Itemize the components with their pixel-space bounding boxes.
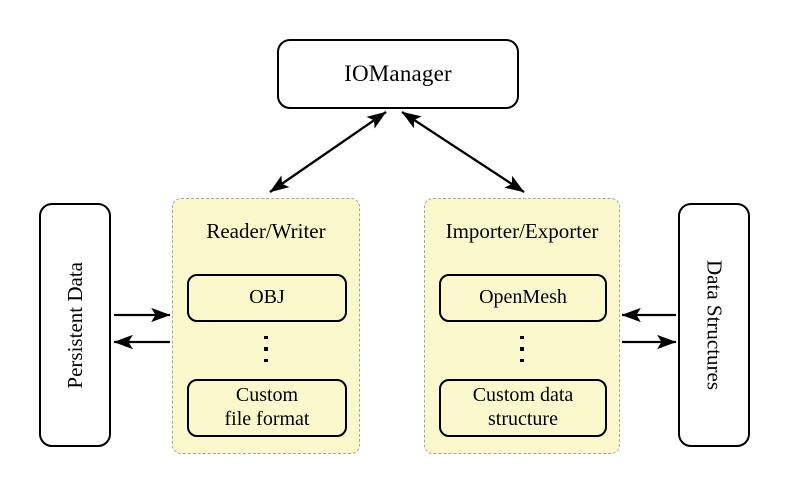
arrow-manager-importer-exporter [401,111,525,193]
ellipsis-dot [520,347,524,351]
reader-writer-panel-title: Reader/Writer [206,219,326,243]
persistent-data-box[interactable]: Persistent Data [39,203,111,447]
line-2: file format [224,408,310,430]
ellipsis-dot [520,358,524,363]
data-structures-box[interactable]: Data Structures [678,203,750,447]
ellipsis-dot [264,358,268,363]
reader-writer-item-custom-file-format[interactable]: Custom file format [187,379,347,437]
ellipsis-dot [264,336,268,340]
line-1: Custom data [472,384,574,407]
reader-writer-ellipsis [173,336,359,363]
persistent-data-label: Persistent Data [62,261,87,389]
importer-exporter-item-openmesh[interactable]: OpenMesh [439,274,607,322]
reader-writer-item-custom-file-format-label: Custom file format [225,384,310,431]
importer-exporter-panel[interactable]: Importer/Exporter OpenMesh Custom data s… [424,198,620,454]
importer-exporter-panel-title: Importer/Exporter [445,219,599,243]
ellipsis-dot [264,347,268,351]
io-manager-label: IOManager [344,61,452,86]
line-1: Custom [235,384,299,407]
importer-exporter-item-openmesh-label: OpenMesh [479,286,567,309]
io-manager-box[interactable]: IOManager [277,39,519,109]
ellipsis-dot [520,336,524,340]
data-structures-label: Data Structures [702,259,727,391]
reader-writer-item-obj-label: OBJ [249,286,285,309]
reader-writer-item-obj[interactable]: OBJ [187,274,347,322]
arrow-manager-reader-writer [269,111,387,193]
line-2: structure [488,408,558,430]
reader-writer-panel[interactable]: Reader/Writer OBJ Custom file format [172,198,360,454]
importer-exporter-item-custom-data-structure[interactable]: Custom data structure [439,379,607,437]
importer-exporter-item-custom-data-structure-label: Custom data structure [473,384,574,431]
importer-exporter-ellipsis [425,336,619,363]
